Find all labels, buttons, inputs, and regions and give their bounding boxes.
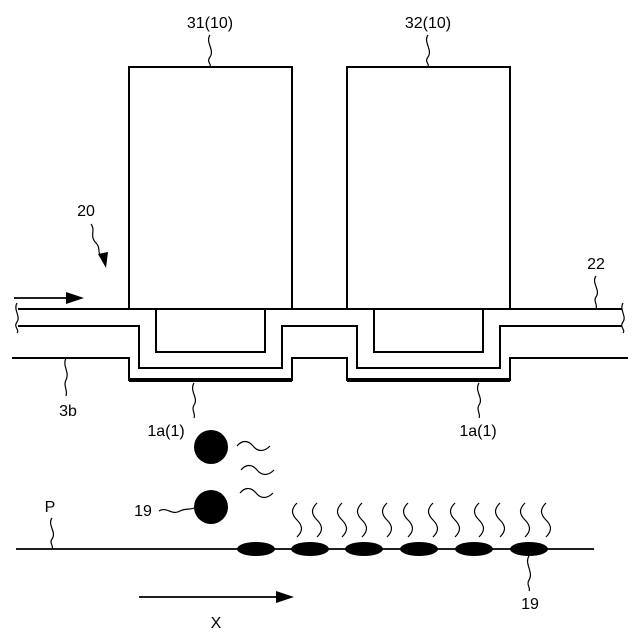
- nozzle-right-label: 1a(1): [459, 423, 496, 440]
- vapor-wave-9: [475, 503, 484, 537]
- head-31-leader: [209, 35, 212, 67]
- landed-dot-1: [237, 542, 275, 556]
- flow-arrow-head: [66, 292, 84, 304]
- landed-dot-2: [291, 542, 329, 556]
- vapor-wave-11: [521, 503, 530, 537]
- vapor-wave-6: [404, 503, 413, 537]
- wave-mark-1: [237, 442, 270, 451]
- drop-left-leader: [159, 508, 194, 512]
- head-32-label: 32(10): [405, 15, 451, 32]
- duct-upper-wall: [18, 309, 622, 352]
- wave-mark-3: [240, 489, 273, 498]
- landed-dot-5: [455, 542, 493, 556]
- vapor-wave-1: [293, 503, 302, 537]
- nozzle-left-leader: [193, 383, 196, 418]
- duct-break-left: [16, 303, 18, 333]
- wave-mark-2: [241, 466, 274, 475]
- duct-label: 22: [587, 256, 605, 273]
- direction-arrow-head: [276, 591, 294, 603]
- nozzle-left-label: 1a(1): [147, 423, 184, 440]
- landed-dot-4: [400, 542, 438, 556]
- droplet-lower: [194, 490, 228, 524]
- base-label: 3b: [59, 403, 77, 420]
- vapor-wave-2: [313, 503, 322, 537]
- drop-bottom-leader: [528, 556, 531, 591]
- vapor-wave-10: [496, 503, 505, 537]
- vapor-wave-5: [383, 503, 392, 537]
- base-plate-3b: [12, 358, 628, 380]
- duct-break-right: [622, 303, 624, 333]
- droplet-upper: [194, 430, 228, 464]
- nozzle-face-left: [129, 378, 292, 382]
- head-31-block: [129, 67, 292, 309]
- vapor-wave-8: [451, 503, 460, 537]
- vapor-wave-3: [338, 503, 347, 537]
- head-32-leader: [427, 35, 430, 67]
- nozzle-right-leader: [478, 383, 481, 418]
- paper-leader: [51, 518, 54, 549]
- base-leader: [65, 358, 67, 396]
- vapor-wave-4: [358, 503, 367, 537]
- landed-dot-3: [345, 542, 383, 556]
- drop-left-label: 19: [134, 503, 152, 520]
- duct-lower-wall: [18, 326, 622, 368]
- duct-leader: [595, 276, 598, 309]
- vapor-wave-7: [429, 503, 438, 537]
- unit-arrow-curve: [91, 224, 101, 256]
- nozzle-face-right: [347, 378, 510, 382]
- unit-arrow-head: [98, 252, 108, 268]
- drop-bottom-label: 19: [521, 596, 539, 613]
- vapor-wave-12: [542, 503, 551, 537]
- direction-label: X: [211, 615, 222, 632]
- unit-label: 20: [77, 203, 95, 220]
- paper-label: P: [45, 499, 56, 516]
- head-32-block: [347, 67, 510, 309]
- head-31-label: 31(10): [187, 15, 233, 32]
- landed-dot-6: [510, 542, 548, 556]
